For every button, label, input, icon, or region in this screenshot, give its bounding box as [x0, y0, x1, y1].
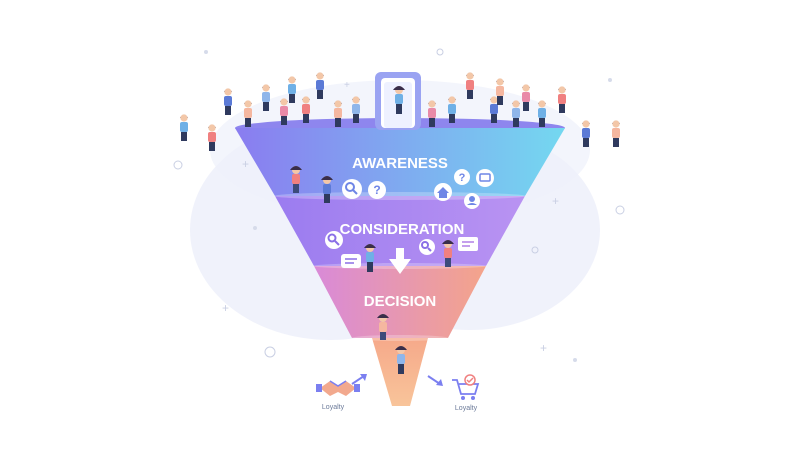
crowd-person — [288, 76, 296, 103]
stage-label-consideration: CONSIDERATION — [340, 221, 465, 238]
crowd-person — [428, 100, 436, 127]
funnel-stage-decision — [314, 266, 486, 338]
crowd-person — [280, 98, 288, 125]
crowd-person — [496, 78, 504, 105]
crowd-person — [262, 84, 270, 111]
crowd-person — [512, 100, 520, 127]
crowd-person — [490, 96, 498, 123]
shopping-cart-icon — [452, 374, 480, 400]
question-icon: ? — [368, 181, 386, 199]
chat-icon — [341, 254, 361, 268]
review-icon — [458, 237, 478, 251]
svg-text:+: + — [222, 301, 229, 315]
crowd-person — [538, 100, 546, 127]
handshake-icon — [316, 380, 360, 396]
stage-label-awareness: AWARENESS — [352, 155, 448, 172]
person-figure — [290, 166, 302, 193]
svg-text:+: + — [242, 157, 249, 171]
person-figure — [364, 244, 376, 272]
arrow-down-right-icon — [427, 375, 443, 386]
crowd-person — [334, 100, 342, 127]
crowd-person — [208, 124, 216, 151]
svg-text:+: + — [344, 80, 350, 91]
person-figure — [321, 176, 333, 203]
crowd-person — [316, 72, 324, 99]
crowd-person — [302, 96, 310, 123]
home-icon — [434, 183, 452, 201]
crowd-person — [224, 88, 232, 115]
outcome-label-left: Loyalty — [322, 404, 345, 411]
crowd — [180, 72, 620, 151]
person-figure — [395, 346, 407, 374]
outcome-label-right: Loyalty — [455, 405, 478, 412]
user-search-icon — [464, 193, 480, 209]
svg-text:?: ? — [373, 183, 380, 197]
crowd-person — [466, 72, 474, 99]
crowd-person — [244, 100, 252, 127]
person-figure — [377, 314, 389, 340]
person-figure — [442, 240, 454, 267]
svg-text:+: + — [540, 341, 547, 355]
crowd-person — [352, 96, 360, 123]
crowd-person — [448, 96, 456, 123]
search-icon — [342, 179, 362, 199]
stage-label-decision: DECISION — [364, 293, 437, 310]
crowd-person — [612, 120, 620, 147]
crowd-person — [522, 84, 530, 111]
crowd-person — [180, 114, 188, 141]
svg-text:?: ? — [459, 172, 466, 184]
crowd-person — [558, 86, 566, 113]
arrow-up-right-icon — [351, 374, 367, 385]
down-arrow-icon — [389, 248, 411, 274]
search-icon — [325, 231, 343, 249]
chat-icon — [476, 169, 494, 187]
svg-text:+: + — [552, 194, 559, 208]
person-figure — [393, 86, 405, 114]
search-icon — [419, 239, 435, 255]
crowd-person — [582, 120, 590, 147]
question-icon: ? — [454, 169, 470, 185]
